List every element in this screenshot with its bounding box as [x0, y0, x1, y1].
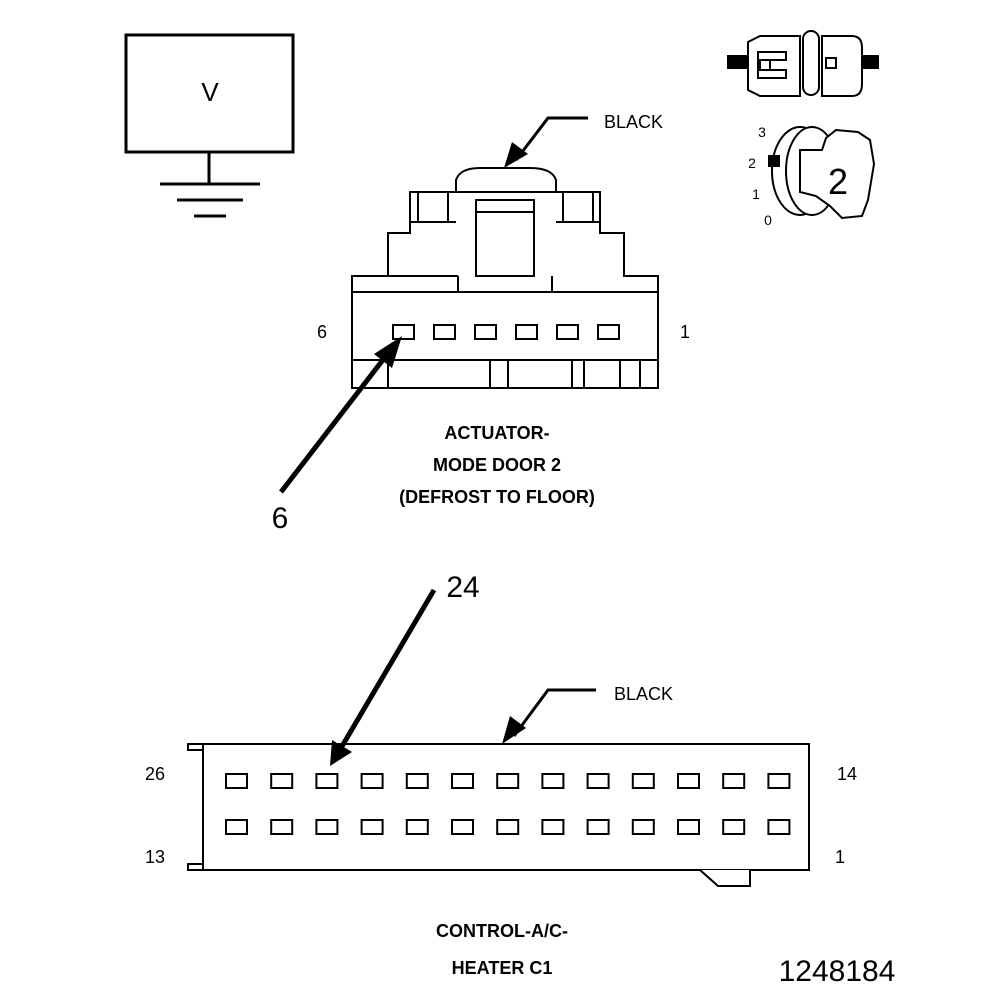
arrow-head-icon — [502, 716, 526, 744]
actuator-probe-pin-label: 6 — [272, 502, 289, 535]
control-pin-cavity — [496, 819, 520, 835]
control-title-line-1: CONTROL-A/C- — [436, 921, 568, 941]
control-pin-label-26: 26 — [145, 764, 165, 784]
control-color-leader — [502, 688, 596, 744]
control-pin-cavity — [270, 819, 294, 835]
control-pin-cavity — [405, 773, 429, 789]
ignition-key-icon — [768, 126, 876, 220]
control-pin-cavity — [722, 819, 746, 835]
control-pin-cavity — [631, 819, 655, 835]
control-pin-cavity — [405, 819, 429, 835]
control-pin-cavity — [360, 819, 384, 835]
arrow-head-icon — [504, 142, 528, 168]
control-pin-cavity — [677, 819, 700, 835]
control-probe-arrow — [330, 588, 437, 766]
actuator-pin-label-right: 1 — [680, 322, 690, 342]
actuator-color-leader — [504, 116, 588, 168]
control-title-line-2: HEATER C1 — [452, 958, 553, 978]
connector-pair-icon — [727, 30, 879, 97]
voltmeter-symbol — [124, 33, 295, 218]
actuator-color-label: BLACK — [604, 112, 663, 132]
actuator-pin-cavity — [597, 324, 620, 340]
control-pin-cavity — [541, 819, 565, 835]
control-pin-cavity — [315, 773, 339, 789]
key-position-0: 0 — [764, 212, 772, 228]
actuator-pin-cavity — [474, 324, 497, 340]
key-position-1: 1 — [752, 186, 760, 202]
key-selected-position: 2 — [828, 161, 848, 202]
control-pin-label-1: 1 — [835, 847, 845, 867]
actuator-title-line-1: ACTUATOR- — [444, 423, 549, 443]
key-positions: 3 2 1 0 — [748, 124, 772, 228]
actuator-pin-cavity — [392, 324, 415, 340]
arrow-head-icon — [374, 336, 402, 368]
control-connector — [187, 743, 810, 887]
control-pin-cavity — [677, 773, 700, 789]
actuator-title-line-2: MODE DOOR 2 — [433, 455, 561, 475]
key-position-2: 2 — [748, 155, 756, 171]
voltmeter-label: V — [201, 77, 219, 107]
control-pin-cavity — [631, 773, 655, 789]
control-pin-cavity — [722, 773, 746, 789]
control-pin-cavity — [270, 773, 294, 789]
control-pin-label-13: 13 — [145, 847, 165, 867]
control-pin-cavity — [496, 773, 520, 789]
actuator-pin-cavity — [433, 324, 456, 340]
arrow-head-icon — [330, 740, 352, 766]
control-color-label: BLACK — [614, 684, 673, 704]
actuator-title: ACTUATOR- MODE DOOR 2 (DEFROST TO FLOOR) — [399, 423, 595, 507]
control-pin-cavity — [767, 773, 791, 789]
control-pin-label-14: 14 — [837, 764, 857, 784]
key-position-3: 3 — [758, 124, 766, 140]
control-pin-cavity — [225, 773, 248, 789]
control-probe-pin-label: 24 — [446, 571, 479, 604]
control-title: CONTROL-A/C- HEATER C1 — [436, 921, 568, 978]
control-pin-cavity — [315, 819, 339, 835]
control-pin-cavity — [541, 773, 565, 789]
figure-id: 1248184 — [779, 955, 896, 988]
actuator-pin-cavity — [515, 324, 538, 340]
actuator-connector — [351, 167, 659, 389]
actuator-pin-row — [392, 324, 620, 340]
control-pin-cavity — [360, 773, 384, 789]
control-pin-cavity — [451, 773, 474, 789]
control-pin-cavity — [451, 819, 474, 835]
actuator-title-line-3: (DEFROST TO FLOOR) — [399, 487, 595, 507]
control-pin-cavity — [586, 819, 610, 835]
control-pin-cavity — [225, 819, 248, 835]
control-pin-rows — [225, 773, 791, 835]
control-pin-cavity — [586, 773, 610, 789]
actuator-pin-label-left: 6 — [317, 322, 327, 342]
actuator-pin-cavity — [556, 324, 579, 340]
control-pin-cavity — [767, 819, 791, 835]
actuator-probe-arrow — [279, 336, 402, 494]
